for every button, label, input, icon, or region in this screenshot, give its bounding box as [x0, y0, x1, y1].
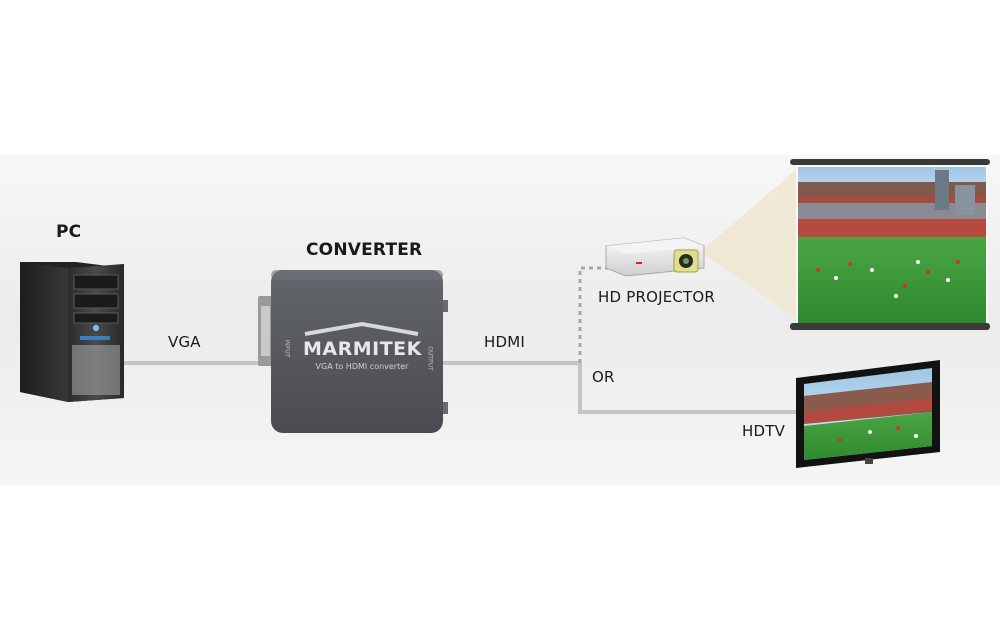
cables	[122, 266, 800, 414]
converter-device-icon	[258, 270, 448, 433]
converter-brand-logo: MARMITEK	[303, 338, 422, 360]
pc-tower-icon	[20, 262, 124, 402]
projection-screen-icon	[790, 159, 990, 330]
hd-projector-label: HD PROJECTOR	[598, 288, 716, 306]
hdtv-icon	[796, 360, 940, 468]
pc-label: PC	[56, 222, 82, 242]
vga-label: VGA	[168, 333, 201, 351]
converter-output-label: OUTPUT	[426, 346, 434, 371]
converter-subtitle: VGA to HDMI converter	[315, 362, 409, 371]
projector-dashed-link	[578, 266, 612, 363]
projector-light-beam	[700, 170, 796, 318]
projector-icon	[605, 237, 705, 277]
hdtv-label: HDTV	[742, 422, 786, 440]
converter-label: CONVERTER	[306, 240, 423, 260]
or-label: OR	[592, 368, 615, 386]
hdmi-label: HDMI	[484, 333, 525, 351]
converter-input-label: INPUT	[283, 339, 291, 358]
